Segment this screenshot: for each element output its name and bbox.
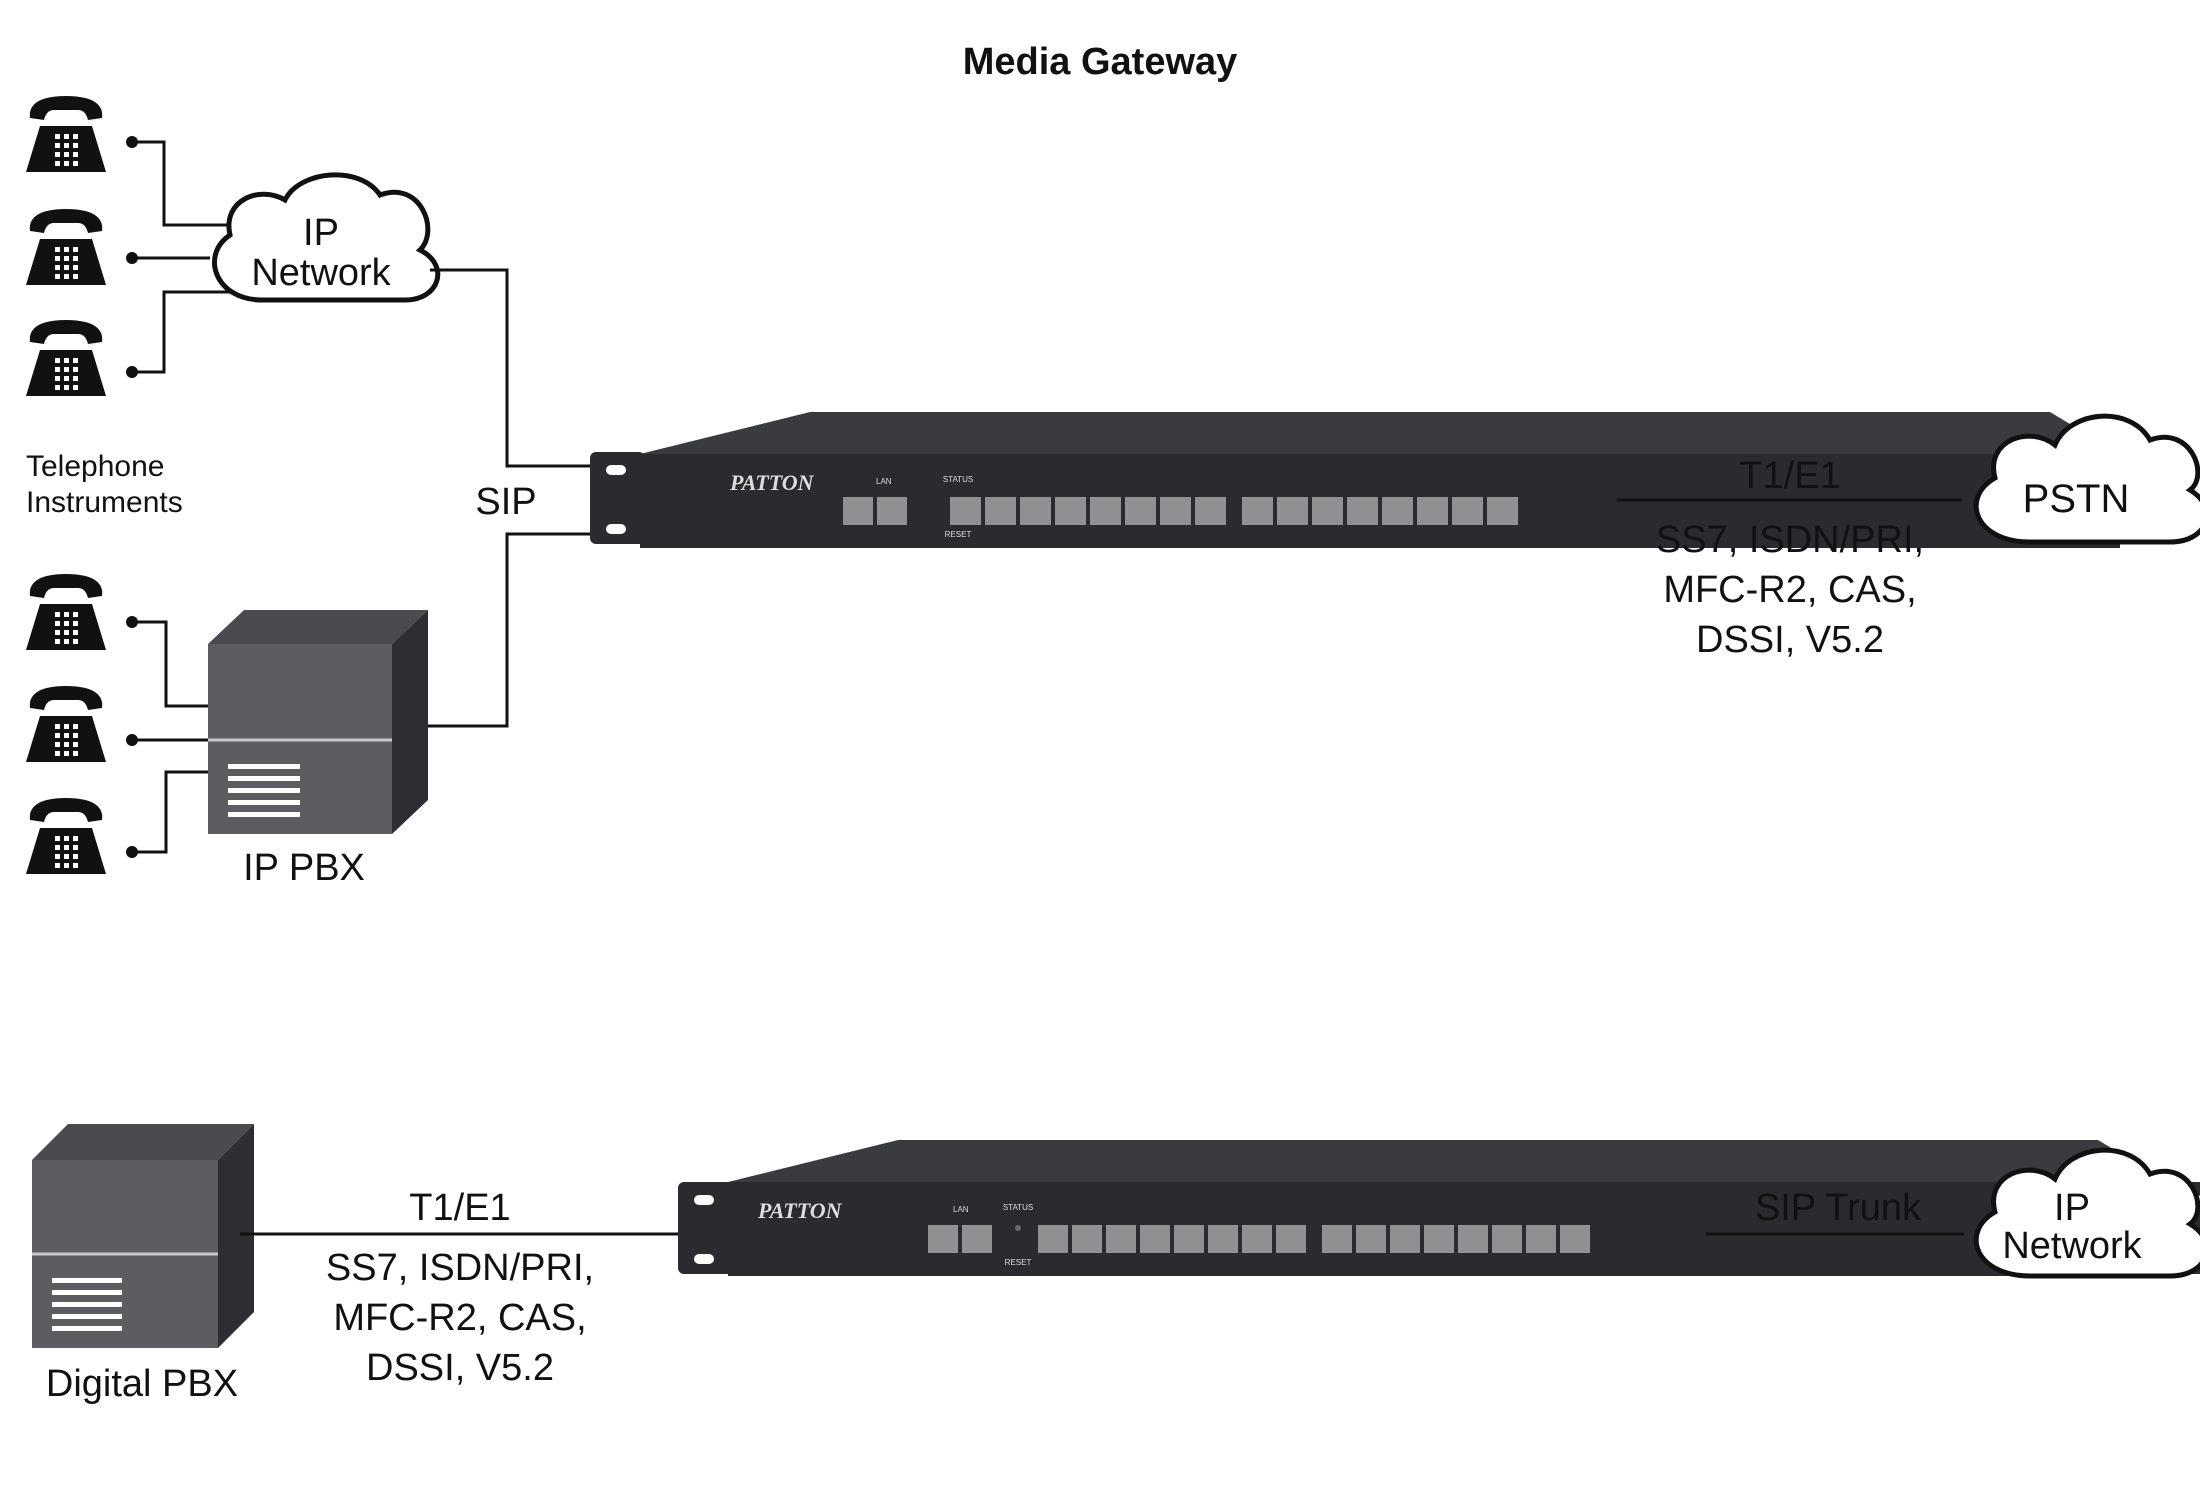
digital-pbx-icon — [32, 1124, 254, 1348]
protocol-label: MFC-R2, CAS, — [1663, 569, 1916, 611]
diagram-title: Media Gateway — [963, 41, 1238, 83]
ip-network-label: Network — [251, 252, 391, 294]
ip-network-label: Network — [2002, 1225, 2142, 1267]
pstn-label: PSTN — [2023, 477, 2130, 521]
device-brand: PATTON — [757, 1198, 843, 1223]
status-label: STATUS — [1003, 1203, 1033, 1212]
telephone-instruments-label: Instruments — [26, 486, 183, 519]
protocol-label: DSSI, V5.2 — [1696, 619, 1884, 661]
protocol-label: SS7, ISDN/PRI, — [326, 1247, 594, 1289]
media-gateway-device: PATTON LAN STATUS RESET — [590, 412, 2170, 548]
ip-network-link — [430, 268, 598, 468]
phone-connectors-bottom — [126, 616, 208, 858]
device-brand: PATTON — [729, 470, 815, 495]
protocol-label: MFC-R2, CAS, — [333, 1297, 586, 1339]
telephone-instruments-label: Telephone — [26, 450, 164, 483]
t1e1-label: T1/E1 — [1739, 455, 1840, 497]
phone-icon — [26, 574, 106, 650]
lan-label: LAN — [876, 477, 892, 486]
phone-icon — [26, 320, 106, 396]
pstn-cloud: PSTN — [1973, 413, 2200, 545]
protocol-label: DSSI, V5.2 — [366, 1347, 554, 1389]
reset-label: RESET — [1005, 1258, 1032, 1267]
sip-label: SIP — [475, 481, 536, 523]
status-label: STATUS — [943, 475, 973, 484]
ip-network-cloud: IP Network — [1973, 1147, 2200, 1279]
ip-pbx-link — [410, 532, 598, 728]
media-gateway-device: PATTON LAN STATUS RESET — [678, 1140, 2200, 1276]
phone-connectors-top — [126, 136, 258, 378]
lan-label: LAN — [953, 1205, 969, 1214]
ip-pbx-icon — [208, 610, 428, 834]
digital-pbx-label: Digital PBX — [46, 1363, 238, 1405]
ip-network-cloud: IP Network — [212, 172, 441, 303]
sip-trunk-label: SIP Trunk — [1755, 1187, 1922, 1229]
reset-label: RESET — [945, 530, 972, 539]
ip-pbx-label: IP PBX — [243, 847, 365, 889]
phone-icon — [26, 686, 106, 762]
ip-network-label: IP — [303, 212, 339, 254]
protocol-label: SS7, ISDN/PRI, — [1656, 519, 1924, 561]
phone-icon — [26, 209, 106, 285]
t1e1-label: T1/E1 — [409, 1187, 510, 1229]
ip-network-label: IP — [2054, 1187, 2090, 1229]
phone-icon — [26, 798, 106, 874]
phone-icon — [26, 96, 106, 172]
